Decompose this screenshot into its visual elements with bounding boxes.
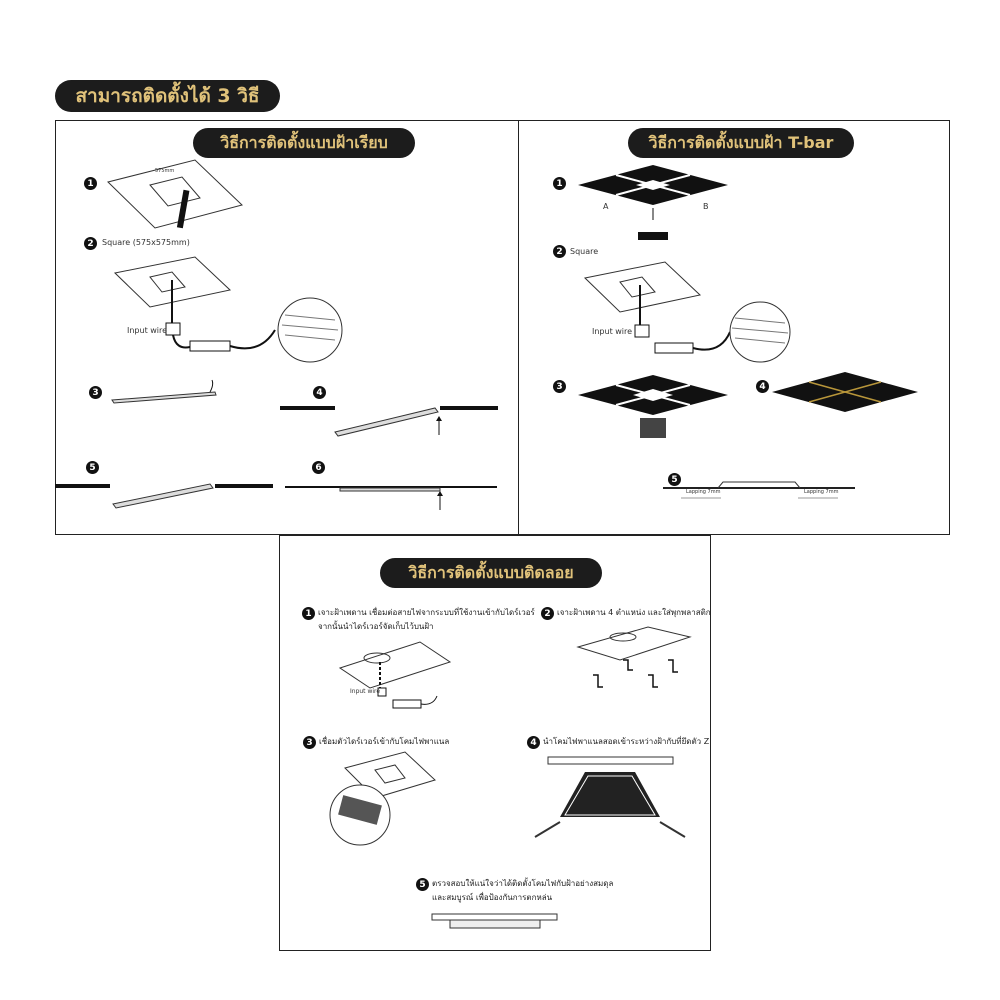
panel-insert-illustration bbox=[534, 756, 686, 838]
input-wire-label: Input wire bbox=[592, 327, 633, 336]
step-number: 2 bbox=[84, 237, 97, 250]
step-number: 4 bbox=[313, 386, 326, 399]
tbar-ceiling-title: วิธีการติดตั้งแบบฝ้า T-bar bbox=[628, 128, 854, 158]
lapping-label-right: Lapping 7mm bbox=[804, 489, 839, 495]
step-number: 3 bbox=[303, 736, 316, 749]
dimension-label: 575mm bbox=[155, 168, 175, 174]
surface-mount-title: วิธีการติดตั้งแบบติดลอย bbox=[380, 558, 602, 588]
installed-panel-illustration bbox=[431, 913, 558, 929]
step-number: 1 bbox=[84, 177, 97, 190]
label-a: A bbox=[603, 202, 609, 211]
step-number: 6 bbox=[312, 461, 325, 474]
tbar-grid-illustration bbox=[578, 165, 728, 240]
input-wire-label: Input wire bbox=[127, 326, 168, 335]
step-4-text: นำโคมไฟพาแนลสอดเข้าระหว่างฝ้ากับที่ยึดตั… bbox=[543, 737, 710, 746]
anchor-drilling-illustration bbox=[576, 626, 692, 688]
square-label: Square (575x575mm) bbox=[102, 238, 190, 247]
step-2-text: เจาะฝ้าเพดาน 4 ตำแหน่ง และใส่พุกพลาสติก bbox=[557, 608, 711, 617]
tbar-wiring-illustration bbox=[583, 261, 791, 363]
step-number: 1 bbox=[553, 177, 566, 190]
square-label: Square bbox=[570, 247, 599, 256]
step-number: 3 bbox=[89, 386, 102, 399]
step-1-text-line2: จากนั้นนำไดร์เวอร์จัดเก็บไว้บนฝ้า bbox=[318, 622, 434, 631]
step-number: 3 bbox=[553, 380, 566, 393]
step-number: 5 bbox=[668, 473, 681, 486]
step-number: 2 bbox=[553, 245, 566, 258]
input-wire-label: Input wire bbox=[350, 688, 381, 695]
main-title: สามารถติดตั้งได้ 3 วิธี bbox=[55, 80, 280, 112]
step-number: 1 bbox=[302, 607, 315, 620]
ceiling-cut-illustration bbox=[107, 159, 243, 229]
tilt-panel-illustration bbox=[55, 483, 273, 509]
surface-mount-panel bbox=[279, 535, 711, 951]
step-number: 5 bbox=[86, 461, 99, 474]
wiring-illustration bbox=[113, 256, 343, 363]
driver-connect-illustration bbox=[329, 751, 436, 846]
flat-ceiling-title: วิธีการติดตั้งแบบฝ้าเรียบ bbox=[193, 128, 415, 158]
step-3-text: เชื่อมตัวไดร์เวอร์เข้ากับโคมไฟพาแนล bbox=[319, 737, 450, 746]
step-number: 2 bbox=[541, 607, 554, 620]
step-1-text-line1: เจาะฝ้าเพดาน เชื่อมต่อสายไฟจากระบบที่ใช้… bbox=[318, 608, 535, 617]
tbar-installed-illustration bbox=[772, 372, 918, 412]
lapping-label-left: Lapping 7mm bbox=[686, 489, 721, 495]
tbar-ceiling-panel bbox=[518, 120, 950, 535]
step-5-text-line1: ตรวจสอบให้แน่ใจว่าได้ติดตั้งโคมไฟกับฝ้าอ… bbox=[432, 879, 614, 888]
panel-side-illustration bbox=[111, 379, 217, 404]
step-number: 4 bbox=[527, 736, 540, 749]
step-5-text-line2: และสมบูรณ์ เพื่อป้องกันการตกหล่น bbox=[432, 893, 553, 902]
tbar-insert-illustration bbox=[578, 375, 728, 438]
step-number: 4 bbox=[756, 380, 769, 393]
label-b: B bbox=[703, 202, 709, 211]
step-number: 5 bbox=[416, 878, 429, 891]
lapping-illustration bbox=[663, 481, 855, 499]
insert-panel-illustration bbox=[280, 406, 498, 437]
flush-panel-illustration bbox=[285, 486, 497, 510]
surface-wiring-illustration bbox=[338, 641, 452, 709]
